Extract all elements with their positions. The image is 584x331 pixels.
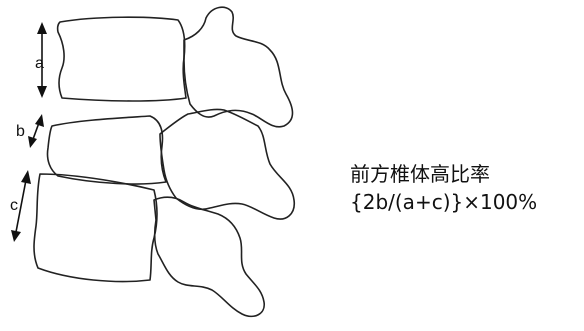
upper-posterior-element [183, 6, 294, 128]
arrow-a [37, 22, 47, 98]
lower-vertebral-body [33, 173, 158, 283]
lower-posterior-element [153, 196, 265, 318]
middle-vertebral-body [46, 115, 167, 185]
formula-block: 前方椎体高比率 {2b/(a+c)}×100% [350, 160, 580, 216]
upper-vertebral-body [56, 16, 187, 102]
formula-title: 前方椎体高比率 [350, 162, 490, 186]
label-b: b [16, 123, 25, 140]
arrow-b [28, 114, 44, 148]
middle-posterior-element [159, 108, 296, 220]
arrow-c [11, 170, 31, 242]
label-a: a [35, 55, 44, 72]
label-c: c [10, 197, 18, 214]
formula-expression: {2b/(a+c)}×100% [350, 190, 538, 214]
